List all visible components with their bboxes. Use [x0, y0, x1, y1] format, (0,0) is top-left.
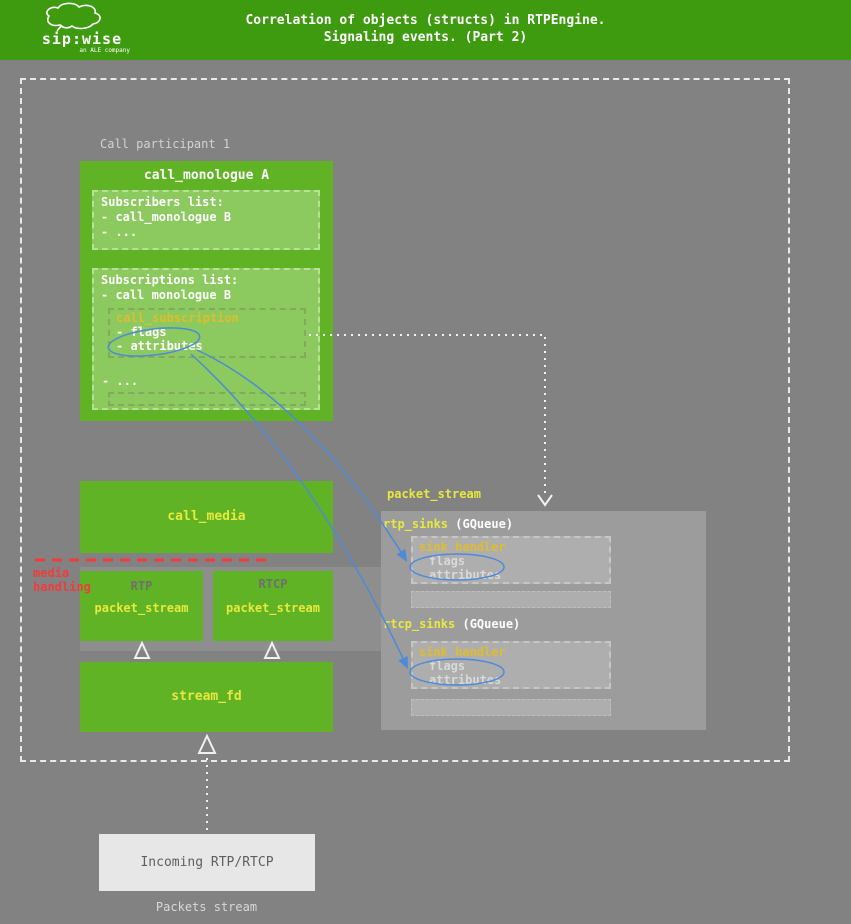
page-title-line1: Correlation of objects (structs) in RTPE…	[245, 13, 606, 28]
subscribers-list-box: Subscribers list: - call_monologue B - .…	[92, 190, 320, 250]
stream-fd-box: stream_fd	[80, 662, 333, 732]
call-media-box: call_media	[80, 481, 333, 553]
call-participant-label: Call participant 1	[100, 137, 231, 151]
header-bar: sip:wise an ALE company Correlation of o…	[0, 0, 851, 60]
call-monologue-title: call_monologue A	[143, 168, 270, 183]
media-handling-label: media handling	[33, 566, 91, 594]
call-subscription-title: call_subscription	[116, 311, 239, 325]
packet-stream-panel-label: packet_stream	[387, 487, 481, 501]
diagram-frame	[20, 78, 790, 762]
packets-stream-label: Packets stream	[155, 900, 258, 914]
rtp-sinks-name: rtp_sinks	[383, 517, 449, 531]
sink-slot-empty	[411, 699, 611, 716]
subscriptions-ellipsis: - ...	[102, 374, 139, 388]
subscription-placeholder-box	[108, 392, 306, 406]
rtp-packet-stream-title: packet_stream	[94, 601, 189, 615]
cloud-logo-icon	[46, 2, 101, 32]
incoming-title: Incoming RTP/RTCP	[140, 855, 274, 870]
logo-sub-text: an ALE company	[79, 47, 130, 54]
packet-stream-panel: rtp_sinks (GQueue) sink_handler flags at…	[381, 511, 706, 730]
page-title-line2: Signaling events. (Part 2)	[323, 30, 528, 45]
call-subscription-box: call_subscription - flags - attributes	[108, 308, 306, 358]
rtcp-packet-stream-box: RTCP packet_stream	[213, 571, 333, 641]
sink-handler-attributes: attributes	[429, 568, 502, 582]
incoming-rtp-rtcp-box: Incoming RTP/RTCP	[99, 834, 315, 891]
subscribers-item: - call_monologue B	[101, 210, 232, 224]
sink-handler-title: sink_handler	[419, 540, 506, 554]
subscribers-item: - ...	[101, 225, 138, 239]
call-subscription-attributes: - attributes	[116, 339, 203, 353]
sink-handler-box-rtcp: sink_handler flags attributes	[411, 641, 611, 689]
sink-handler-flags: flags	[429, 554, 466, 568]
rtp-sinks-type: (GQueue)	[448, 517, 514, 531]
rtcp-label: RTCP	[258, 577, 288, 591]
logo-brand-text: sip:wise	[41, 30, 123, 48]
call-subscription-flags: - flags	[116, 325, 167, 339]
subscriptions-item: - call monologue B	[101, 288, 232, 302]
rtp-label: RTP	[130, 579, 153, 593]
sink-handler-flags: flags	[429, 659, 466, 673]
sink-handler-box-rtp: sink_handler flags attributes	[411, 536, 611, 584]
rtp-sinks-row: rtp_sinks (GQueue)	[383, 517, 513, 531]
stream-fd-title: stream_fd	[171, 689, 242, 704]
sipwise-logo: sip:wise an ALE company	[26, 2, 138, 58]
subscriptions-title: Subscriptions list:	[101, 273, 239, 287]
sink-slot-empty	[411, 591, 611, 608]
subscribers-title: Subscribers list:	[101, 195, 224, 209]
call-media-title: call_media	[167, 509, 246, 524]
page-title: Correlation of objects (structs) in RTPE…	[0, 12, 851, 46]
rtcp-packet-stream-title: packet_stream	[226, 601, 320, 615]
rtcp-sinks-row: rtcp_sinks (GQueue)	[383, 617, 520, 631]
sink-handler-attributes: attributes	[429, 673, 502, 687]
rtp-packet-stream-box: RTP packet_stream	[80, 571, 203, 641]
rtcp-sinks-name: rtcp_sinks	[383, 617, 456, 631]
sink-handler-title: sink_handler	[419, 645, 506, 659]
call-monologue-box: call_monologue A Subscribers list: - cal…	[80, 161, 333, 421]
subscriptions-list-box: Subscriptions list: - call monologue B c…	[92, 268, 320, 410]
rtcp-sinks-type: (GQueue)	[455, 617, 521, 631]
